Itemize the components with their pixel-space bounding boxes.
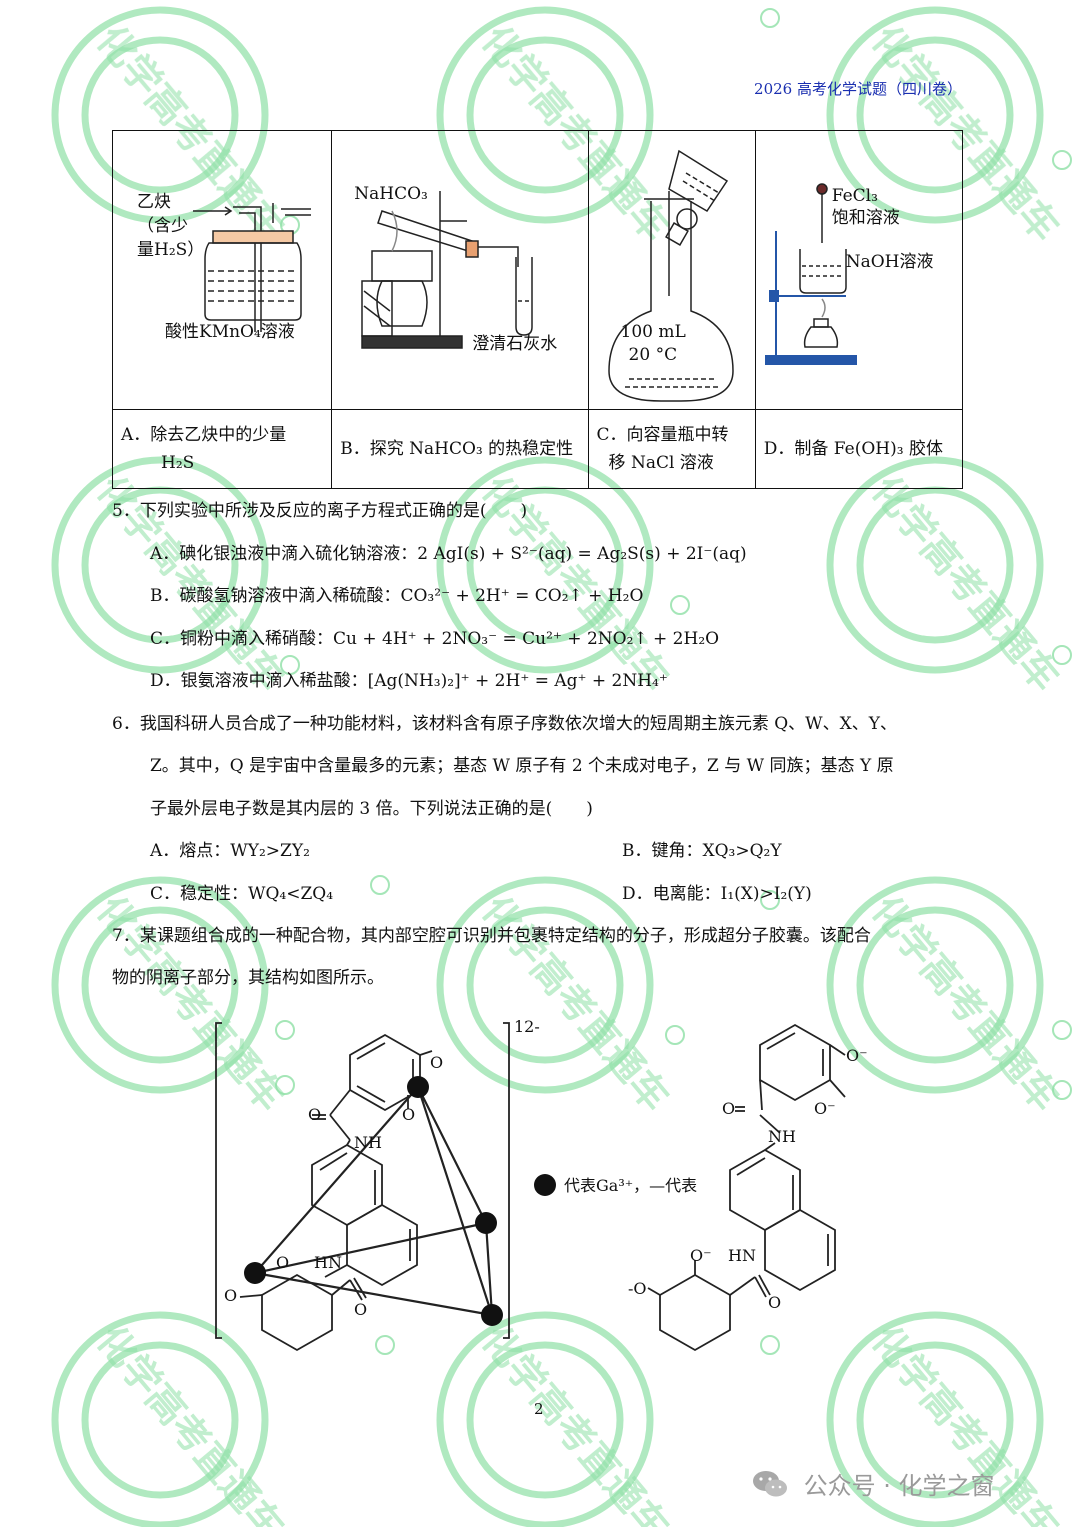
apparatus-c-cell: 100 mL 20 °C <box>587 130 756 410</box>
q6-option-a: A．熔点：WY₂>ZY₂ <box>150 841 310 861</box>
q6-option-d: D．电离能：I₁(X)>I₂(Y) <box>622 884 812 904</box>
caption-d: D．制备 Fe(OH)₃ 胶体 <box>754 409 964 489</box>
struct-o-minus: O⁻ <box>814 1099 836 1118</box>
caption-c: C．向容量瓶中转 移 NaCl 溶液 <box>587 409 756 489</box>
struct-o: O <box>354 1300 368 1319</box>
apparatus-b-cell: NaHCO₃ 澄清石灰水 <box>331 130 589 410</box>
struct-o-minus: O⁻ <box>846 1046 868 1065</box>
apparatus-table: 乙炔 （含少 量H₂S） 酸性KMnO₄溶液 <box>111 130 964 489</box>
q5-option-b: B．碳酸氢钠溶液中滴入稀硫酸：CO₃²⁻ + 2H⁺ = CO₂↑ + H₂O <box>150 586 644 606</box>
struct-o: O <box>768 1293 782 1312</box>
label-20c: 20 °C <box>628 345 678 365</box>
q6-line2: Z。其中，Q 是宇宙中含量最多的元素；基态 W 原子有 2 个未成对电子，Z 与… <box>150 756 894 776</box>
struct-o: O <box>308 1105 322 1124</box>
footer-account: 公众号 · 化学之窗 <box>752 1466 995 1505</box>
struct-o: O <box>722 1099 736 1118</box>
q5-stem: 5．下列实验中所涉及反应的离子方程式正确的是( ) <box>112 501 528 521</box>
q6-option-b: B．键角：XQ₃>Q₂Y <box>622 841 782 861</box>
charge-label: 12- <box>514 1017 540 1036</box>
caption-b: B．探究 NaHCO₃ 的热稳定性 <box>331 409 589 489</box>
caption-a: A．除去乙炔中的少量 H₂S <box>111 409 333 489</box>
footer-text: 公众号 · 化学之窗 <box>803 1472 995 1500</box>
struct-hn: HN <box>728 1246 756 1265</box>
apparatus-a-cell: 乙炔 （含少 量H₂S） 酸性KMnO₄溶液 <box>111 130 333 410</box>
struct-o: O <box>430 1053 444 1072</box>
page-number: 2 <box>534 1400 544 1418</box>
q7-line2: 物的阴离子部分，其结构如图所示。 <box>112 968 384 988</box>
volumetric-flask-diagram <box>607 149 734 402</box>
structure-legend: 代表Ga³⁺，—代表 <box>564 1176 698 1195</box>
complex-structure-figure <box>215 1022 846 1352</box>
q7-line1: 7．某课题组合成的一种配合物，其内部空腔可识别并包裹特定结构的分子，形成超分子胶… <box>112 926 871 946</box>
label-saturated-solution: 饱和溶液 <box>831 208 900 228</box>
label-nahco3: NaHCO₃ <box>354 184 428 204</box>
label-h2s: 量H₂S） <box>137 240 205 260</box>
struct-o: O <box>276 1253 290 1272</box>
label-acetylene: 乙炔 <box>137 192 171 212</box>
q5-option-d: D．银氨溶液中滴入稀盐酸：[Ag(NH₃)₂]⁺ + 2H⁺ = Ag⁺ + 2… <box>150 671 668 691</box>
label-kmno4: 酸性KMnO₄溶液 <box>165 322 295 342</box>
apparatus-d-cell: FeCl₃ 饱和溶液 NaOH溶液 <box>754 130 964 410</box>
struct-o: O <box>402 1105 416 1124</box>
q5-option-a: A．碘化银浊液中滴入硫化钠溶液：2 AgI(s) + S²⁻(aq) = Ag₂… <box>150 544 747 564</box>
label-contains: （含少 <box>137 216 188 236</box>
colloid-preparation-diagram <box>764 183 857 365</box>
q5-option-c: C．铜粉中滴入稀硝酸：Cu + 4H⁺ + 2NO₃⁻ = Cu²⁺ + 2NO… <box>150 629 720 649</box>
q6-option-c: C．稳定性：WQ₄<ZQ₄ <box>150 884 334 904</box>
wechat-icon <box>752 1469 788 1505</box>
label-naoh: NaOH溶液 <box>845 252 934 272</box>
q6-line1: 6．我国科研人员合成了一种功能材料，该材料含有原子序数依次增大的短周期主族元素 … <box>112 714 897 734</box>
label-100ml: 100 mL <box>620 322 686 342</box>
thermal-decomposition-diagram <box>361 191 533 349</box>
struct-nh: NH <box>354 1133 382 1152</box>
struct-nh: NH <box>768 1127 796 1146</box>
label-fecl3: FeCl₃ <box>831 186 878 206</box>
struct-hn: HN <box>314 1253 342 1272</box>
q6-line3: 子最外层电子数是其内层的 3 倍。下列说法正确的是( ) <box>150 799 593 819</box>
struct-o-minus: -O <box>628 1279 647 1298</box>
label-limewater: 澄清石灰水 <box>472 334 558 354</box>
gas-washing-bottle-diagram <box>193 203 311 332</box>
struct-o-minus: O⁻ <box>690 1246 712 1265</box>
struct-o: O <box>224 1286 238 1305</box>
page-header: 2026 高考化学试题（四川卷） <box>754 80 962 98</box>
legend-ga-atom <box>534 1174 556 1196</box>
